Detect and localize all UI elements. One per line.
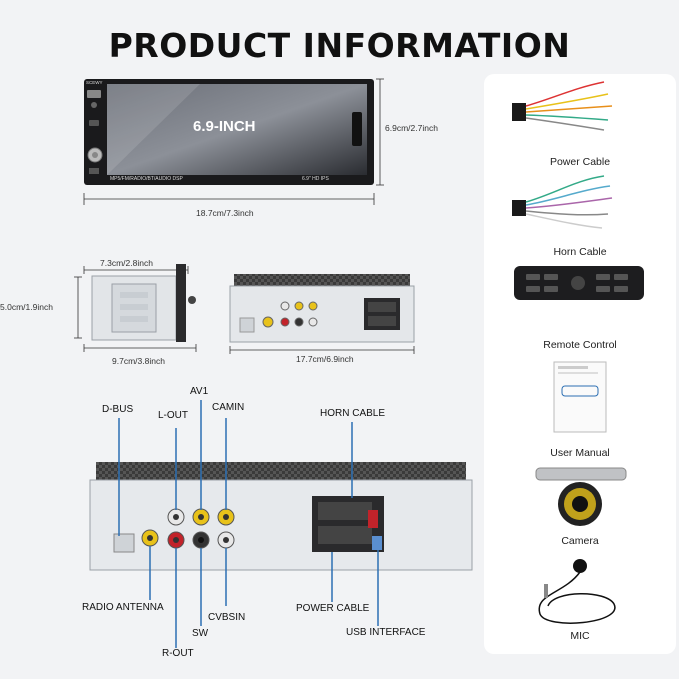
label-r-out: R-OUT <box>162 648 194 659</box>
label-camin: CAMIN <box>212 402 245 413</box>
side-bottom-dim: 9.7cm/3.8inch <box>112 356 165 366</box>
power-cable-icon <box>512 81 613 131</box>
accessory-label-horn-cable: Horn Cable <box>553 246 607 258</box>
page-title: PRODUCT INFORMATION <box>108 26 571 65</box>
label-d-bus: D-BUS <box>102 404 134 415</box>
front-width-dim: 18.7cm/7.3inch <box>196 208 254 218</box>
accessory-label-mic: MIC <box>570 630 590 642</box>
label-cvbsin: CVBSIN <box>208 612 246 623</box>
label-horn-cable: HORN CABLE <box>320 408 386 419</box>
label-l-out: L-OUT <box>158 410 188 421</box>
label-usb-interface: USB INTERFACE <box>346 627 426 638</box>
screen-size-label: 6.9-INCH <box>193 118 256 135</box>
brand-label: SCEWY <box>86 80 103 85</box>
remote-control-icon <box>514 266 644 300</box>
label-av1: AV1 <box>190 386 209 397</box>
label-power-cable: POWER CABLE <box>296 603 370 614</box>
horn-cable-icon <box>512 175 613 229</box>
front-height-dim: 6.9cm/2.7inch <box>385 123 438 133</box>
mic-icon <box>538 559 616 624</box>
accessory-label-remote-control: Remote Control <box>543 339 617 351</box>
label-radio-antenna: RADIO ANTENNA <box>82 602 164 613</box>
accessories-panel: Power Cable Horn Cable Remote Control Us… <box>484 74 676 654</box>
front-bottom-left: MP5/FM/RADIO/BT/AUDIO DSP <box>110 176 183 182</box>
label-sw: SW <box>192 628 209 639</box>
side-left-dim: 5.0cm/1.9inch <box>0 302 53 312</box>
accessory-label-user-manual: User Manual <box>550 447 610 459</box>
accessory-label-power-cable: Power Cable <box>549 156 611 168</box>
camera-icon <box>535 467 627 526</box>
rear-small-bottom-dim: 17.7cm/6.9inch <box>296 354 354 364</box>
user-manual-icon <box>553 361 607 433</box>
side-top-dim: 7.3cm/2.8inch <box>100 258 153 268</box>
front-bottom-right: 6.9" HD IPS <box>302 176 329 182</box>
accessory-label-camera: Camera <box>561 535 599 547</box>
